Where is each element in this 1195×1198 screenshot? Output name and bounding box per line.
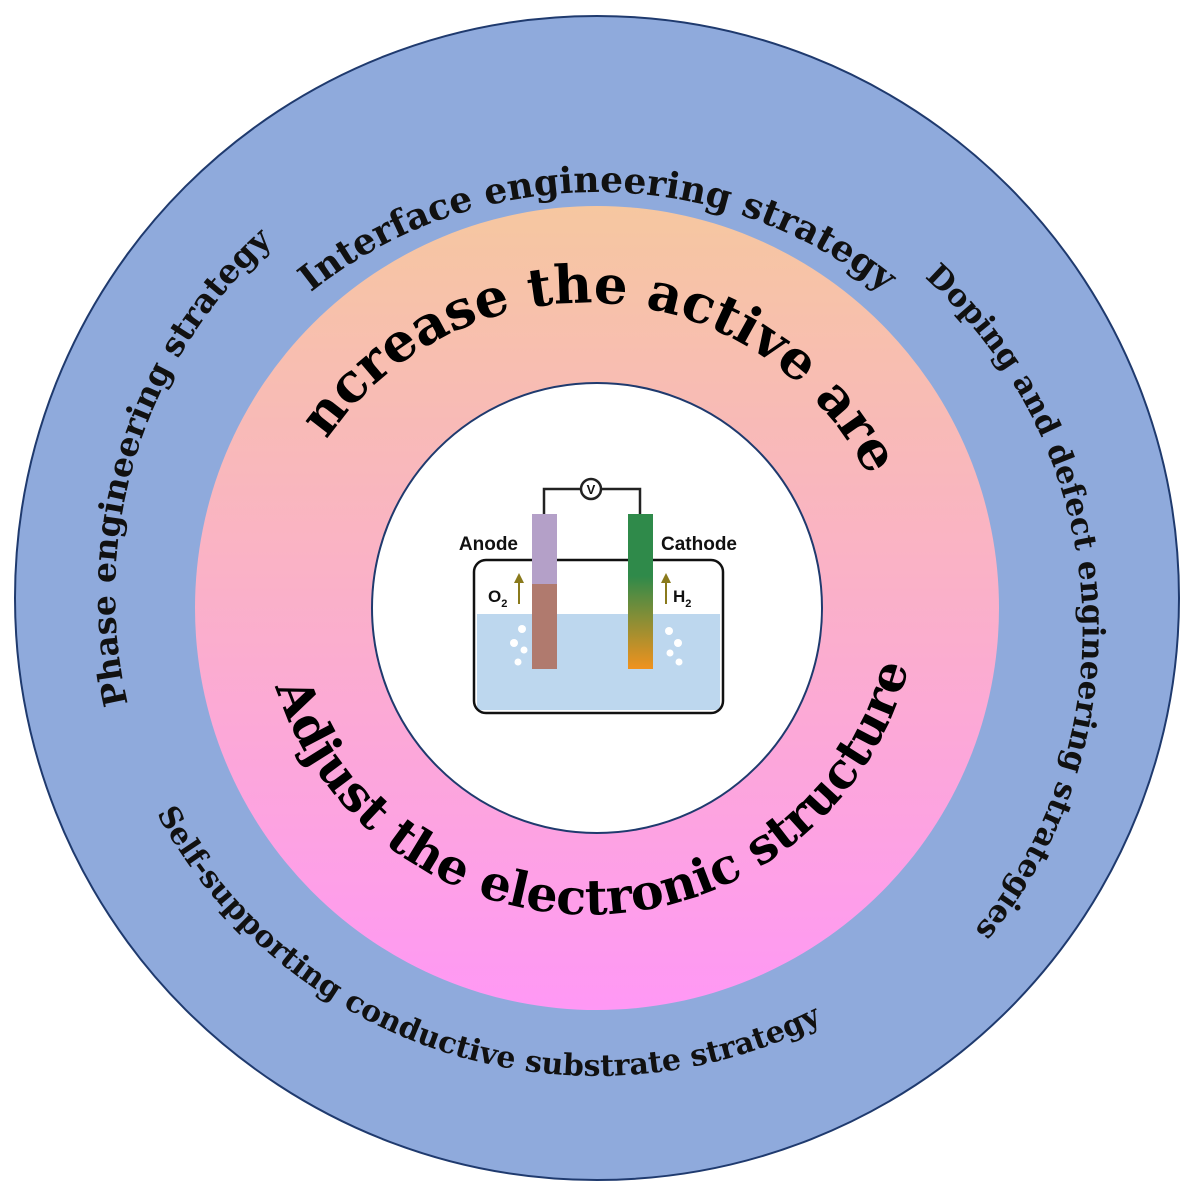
wire-left bbox=[542, 487, 580, 514]
outer-ring-border bbox=[14, 15, 1180, 1181]
anode-electrode bbox=[532, 514, 557, 669]
cathode-electrode bbox=[628, 514, 653, 669]
cathode-label: Cathode bbox=[661, 534, 737, 555]
wire-right bbox=[602, 487, 642, 514]
voltmeter bbox=[579, 477, 603, 501]
oxygen-arrow-icon bbox=[514, 573, 524, 604]
electrolysis-cell: V Anode Cathode O2 H2 bbox=[459, 477, 737, 715]
center-disc bbox=[372, 383, 822, 833]
electrolyte bbox=[477, 614, 720, 710]
voltmeter-label: V bbox=[587, 482, 596, 497]
hydrogen-arrow-icon bbox=[661, 573, 671, 604]
oxygen-label: O2 bbox=[488, 587, 507, 610]
center-disc-border bbox=[371, 382, 823, 834]
anode-label: Anode bbox=[459, 534, 518, 555]
hydrogen-label: H2 bbox=[673, 587, 691, 610]
cell-container bbox=[472, 558, 725, 715]
gas-bubbles bbox=[510, 625, 683, 666]
